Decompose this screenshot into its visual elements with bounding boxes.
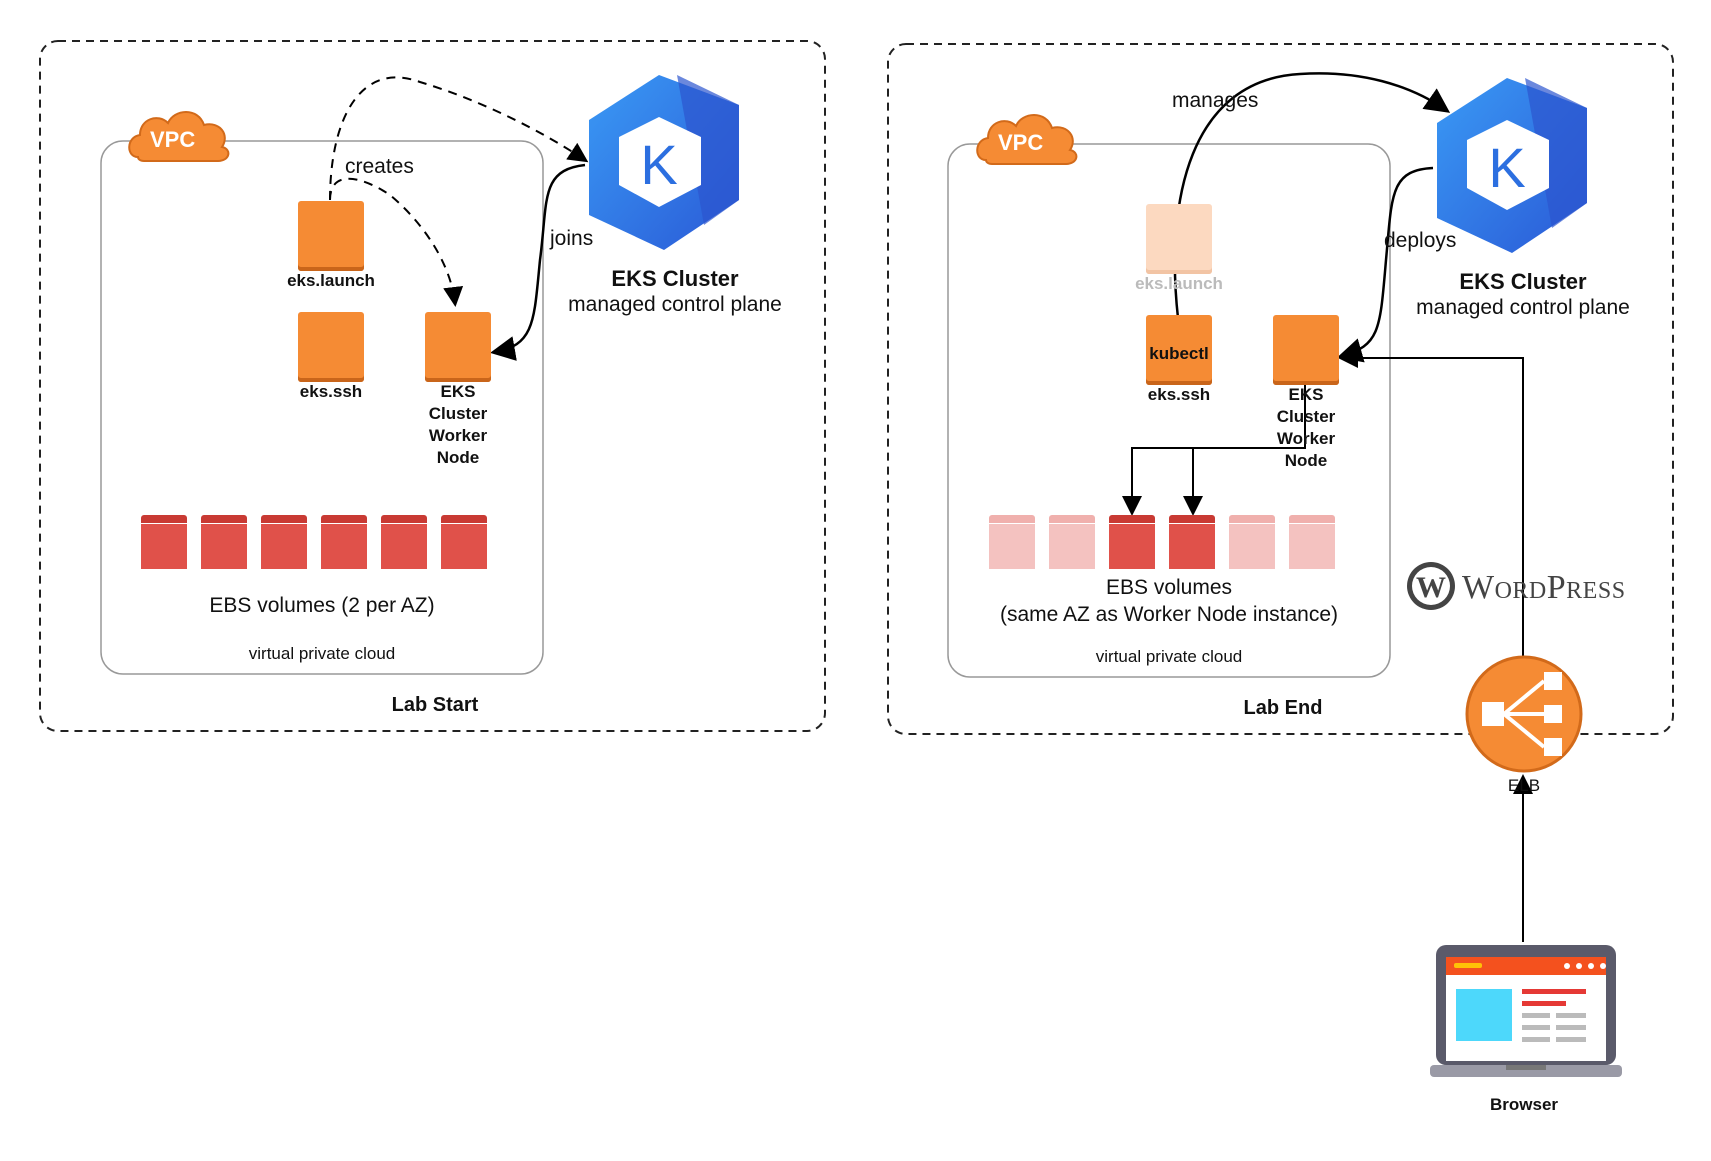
ebs-volumes-row (141, 515, 495, 571)
edge-label-creates: creates (345, 155, 414, 178)
elb-label: ELB (1507, 776, 1541, 795)
ebs-volume (1169, 515, 1215, 571)
vpc-badge: VPC (150, 127, 196, 152)
ebs-volume (261, 515, 307, 571)
kubectl-label: kubectl (1149, 344, 1209, 363)
eks-launch-label: eks.launch (287, 271, 375, 290)
edge-deploys (1337, 166, 1434, 363)
eks-ssh-instance (298, 312, 364, 382)
ebs-volume (321, 515, 367, 571)
eks-cluster-icon: K (589, 75, 739, 250)
svg-text:K: K (640, 133, 677, 196)
ebs-volume (1109, 515, 1155, 571)
eks-launch-label: eks.launch (1135, 274, 1223, 293)
eks-ssh-label: eks.ssh (1147, 385, 1211, 404)
vpc-caption: virtual private cloud (248, 644, 396, 663)
elb-icon (1465, 655, 1583, 773)
ebs-caption: EBS volumes (same AZ as Worker Node inst… (999, 576, 1339, 626)
vpc-cloud-icon (128, 111, 230, 162)
eks-cluster-title: EKS Cluster (611, 266, 739, 291)
eks-cluster-icon: K (1437, 78, 1587, 253)
svg-text:W: W (1416, 571, 1446, 604)
ebs-volume (1229, 515, 1275, 571)
browser-label: Browser (1489, 1095, 1559, 1114)
wordpress-logo-icon: W (1407, 562, 1455, 610)
panel-title-lab-end: Lab End (1243, 697, 1323, 719)
ebs-volumes-row (989, 515, 1343, 571)
worker-node-instance (425, 312, 491, 382)
edge-launch-to-cluster (329, 76, 589, 201)
eks-launch-instance (298, 201, 364, 271)
ebs-volume (1289, 515, 1335, 571)
edge-joins (490, 163, 586, 361)
svg-text:K: K (1488, 136, 1525, 199)
eks-cluster-subtitle: managed control plane (1416, 296, 1630, 319)
vpc-cloud-icon (976, 114, 1078, 165)
edge-label-deploys: deploys (1384, 229, 1457, 252)
vpc-badge: VPC (998, 130, 1044, 155)
eks-launch-instance-faded (1146, 204, 1212, 274)
ebs-volume (441, 515, 487, 571)
left-panel-border (39, 40, 826, 732)
ebs-volume (141, 515, 187, 571)
edge-label-manages: manages (1172, 89, 1259, 112)
wordpress-logo-text: WordPress (1462, 569, 1626, 606)
right-vpc-box (947, 143, 1391, 678)
vpc-caption: virtual private cloud (1095, 647, 1243, 666)
panel-title-lab-start: Lab Start (391, 694, 479, 716)
ebs-volume (201, 515, 247, 571)
edge-elb-to-worker (1338, 348, 1524, 690)
eks-ssh-label: eks.ssh (299, 382, 363, 401)
browser-icon (1430, 945, 1622, 1077)
left-vpc-box (100, 140, 544, 675)
right-panel-border (887, 43, 1674, 735)
ebs-volume (381, 515, 427, 571)
eks-ssh-instance (1146, 315, 1212, 385)
ebs-volume (1049, 515, 1095, 571)
eks-cluster-subtitle: managed control plane (568, 293, 782, 316)
worker-node-label: EKS Cluster Worker Node (1276, 385, 1336, 470)
eks-cluster-title: EKS Cluster (1459, 269, 1587, 294)
worker-node-label: EKS Cluster Worker Node (428, 382, 488, 467)
worker-node-instance (1273, 315, 1339, 385)
ebs-caption: EBS volumes (2 per AZ) (209, 594, 435, 617)
ebs-volume (989, 515, 1035, 571)
edge-creates (329, 177, 464, 307)
edge-label-joins: joins (550, 227, 594, 250)
edge-worker-to-ebs (1122, 380, 1306, 516)
